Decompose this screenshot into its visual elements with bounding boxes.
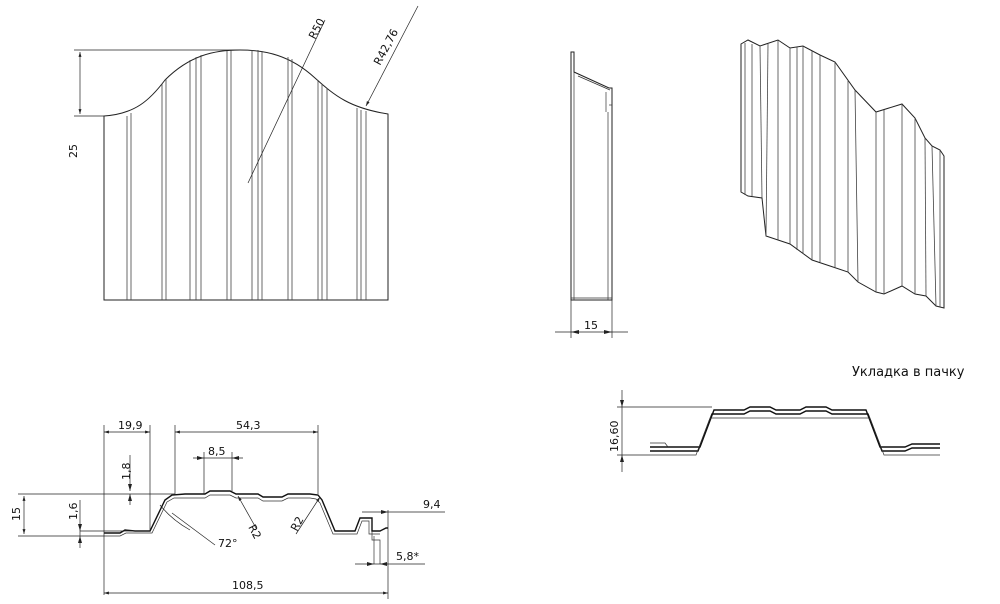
front-radius-side-leader [365,5,419,107]
profile-radius-right-label: R2 [288,514,306,533]
profile-section: 19,9 54,3 8,5 1,8 15 1,6 72° R2 [10,419,445,599]
profile-dim-lock-label: 5,8* [396,550,419,563]
profile-dim-total-height-label: 15 [10,507,23,521]
stacking-profile-1 [650,406,940,448]
stacking-profile-2 [650,410,940,452]
profile-angle-leader [171,512,216,546]
profile-dim-rib-height-label: 1,8 [120,463,133,481]
profile-dim-mid-width-label: 54,3 [236,419,261,432]
profile-angle-label: 72° [218,537,238,550]
side-dim-thickness-label: 15 [584,319,598,332]
profile-dim-lower-height-label: 1,6 [67,503,80,521]
front-view-outline [103,49,389,301]
profile-dim-left-width-label: 19,9 [118,419,143,432]
front-radius-top-leader [247,19,326,184]
front-view: 25 R50 R42,76 [67,5,419,301]
front-dim-height-label: 25 [67,144,80,158]
profile-dim-small-width-label: 8,5 [208,445,226,458]
side-view: 15 [555,51,628,338]
front-radius-top-label: R50 [306,16,328,41]
iso-view-ribs [744,40,941,307]
isometric-view [740,39,945,309]
iso-view-outline [740,39,945,309]
profile-dim-total-width-label: 108,5 [232,579,264,592]
profile-section-outline [104,490,388,534]
stacking-dim-height-label: 16,60 [608,421,621,453]
stacking-view: Укладка в пачку 16,60 [608,365,965,472]
front-view-ribs [126,50,367,300]
profile-dim-flange-label: 9,4 [423,498,441,511]
stacking-title: Укладка в пачку [852,365,965,380]
profile-radius-left-label: R2 [245,522,263,541]
side-view-outline [570,51,613,301]
